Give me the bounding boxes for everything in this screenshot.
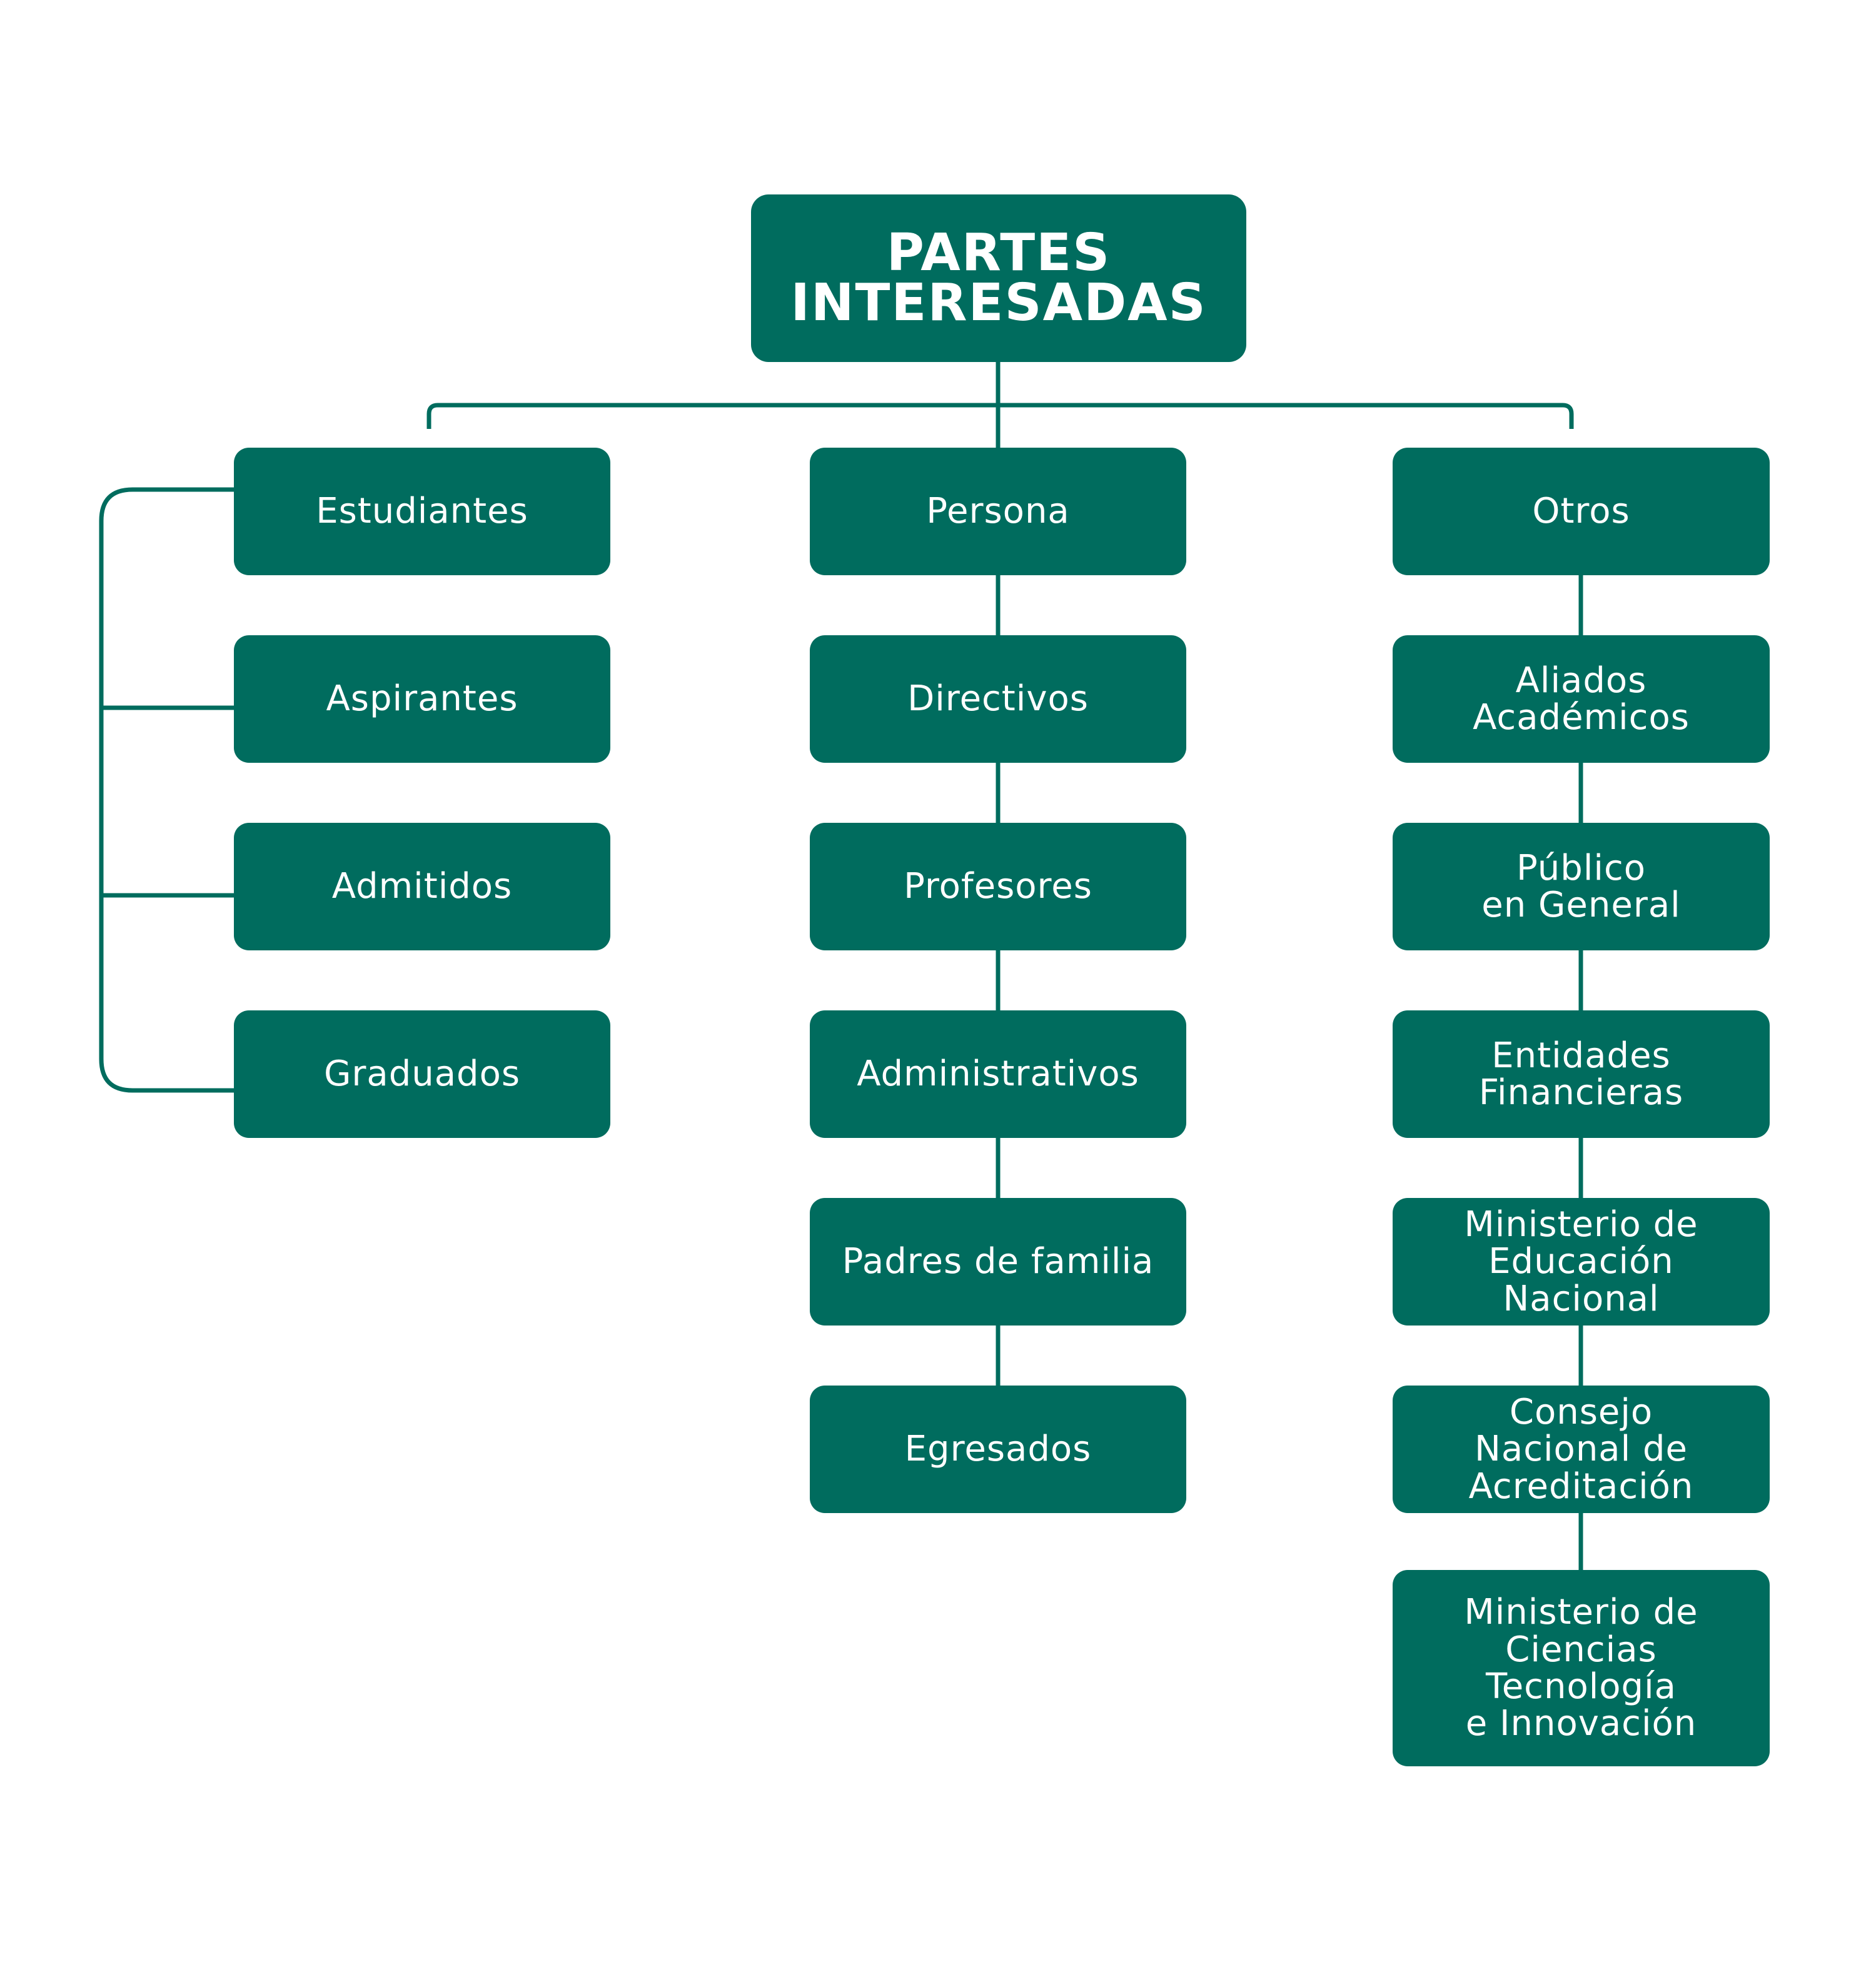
node-label: Profesores: [904, 866, 1092, 907]
node-label: Estudiantes: [316, 491, 528, 532]
node-entidades-financieras: Entidades Financieras: [1393, 1010, 1770, 1138]
node-estudiantes: Estudiantes: [234, 448, 610, 575]
node-label: Padres de familia: [842, 1241, 1154, 1282]
node-label: Aliados Académicos: [1473, 660, 1690, 738]
node-label: Graduados: [323, 1054, 521, 1095]
node-label: Entidades Financieras: [1478, 1035, 1684, 1113]
node-label: Admitidos: [331, 866, 513, 907]
node-persona: Persona: [810, 448, 1186, 575]
node-label: Ministerio de Ciencias Tecnología e Inno…: [1464, 1592, 1698, 1744]
node-ministerio-ciencias: Ministerio de Ciencias Tecnología e Inno…: [1393, 1570, 1770, 1766]
left-bracket: [99, 487, 234, 1093]
node-publico-en-general: Público en General: [1393, 823, 1770, 950]
node-otros: Otros: [1393, 448, 1770, 575]
node-label: Público en General: [1481, 847, 1681, 925]
node-admitidos: Admitidos: [234, 823, 610, 950]
node-label: Ministerio de Educación Nacional: [1464, 1204, 1698, 1319]
node-label: Directivos: [907, 678, 1089, 720]
node-label: Consejo Nacional de Acreditación: [1468, 1391, 1694, 1507]
node-label: Aspirantes: [326, 678, 518, 720]
node-label: Otros: [1532, 491, 1630, 532]
node-graduados: Graduados: [234, 1010, 610, 1138]
node-profesores: Profesores: [810, 823, 1186, 950]
node-aliados-academicos: Aliados Académicos: [1393, 635, 1770, 763]
node-padres-de-familia: Padres de familia: [810, 1198, 1186, 1326]
top-crossbar: [426, 403, 1574, 429]
root-node-partes-interesadas: PARTES INTERESADAS: [751, 194, 1246, 362]
node-label: Egresados: [904, 1429, 1092, 1470]
node-label: Administrativos: [857, 1054, 1139, 1095]
node-consejo-acreditacion: Consejo Nacional de Acreditación: [1393, 1386, 1770, 1513]
node-ministerio-educacion: Ministerio de Educación Nacional: [1393, 1198, 1770, 1326]
node-administrativos: Administrativos: [810, 1010, 1186, 1138]
node-directivos: Directivos: [810, 635, 1186, 763]
root-label: PARTES INTERESADAS: [790, 223, 1207, 333]
node-label: Persona: [926, 491, 1070, 532]
node-aspirantes: Aspirantes: [234, 635, 610, 763]
node-egresados: Egresados: [810, 1386, 1186, 1513]
